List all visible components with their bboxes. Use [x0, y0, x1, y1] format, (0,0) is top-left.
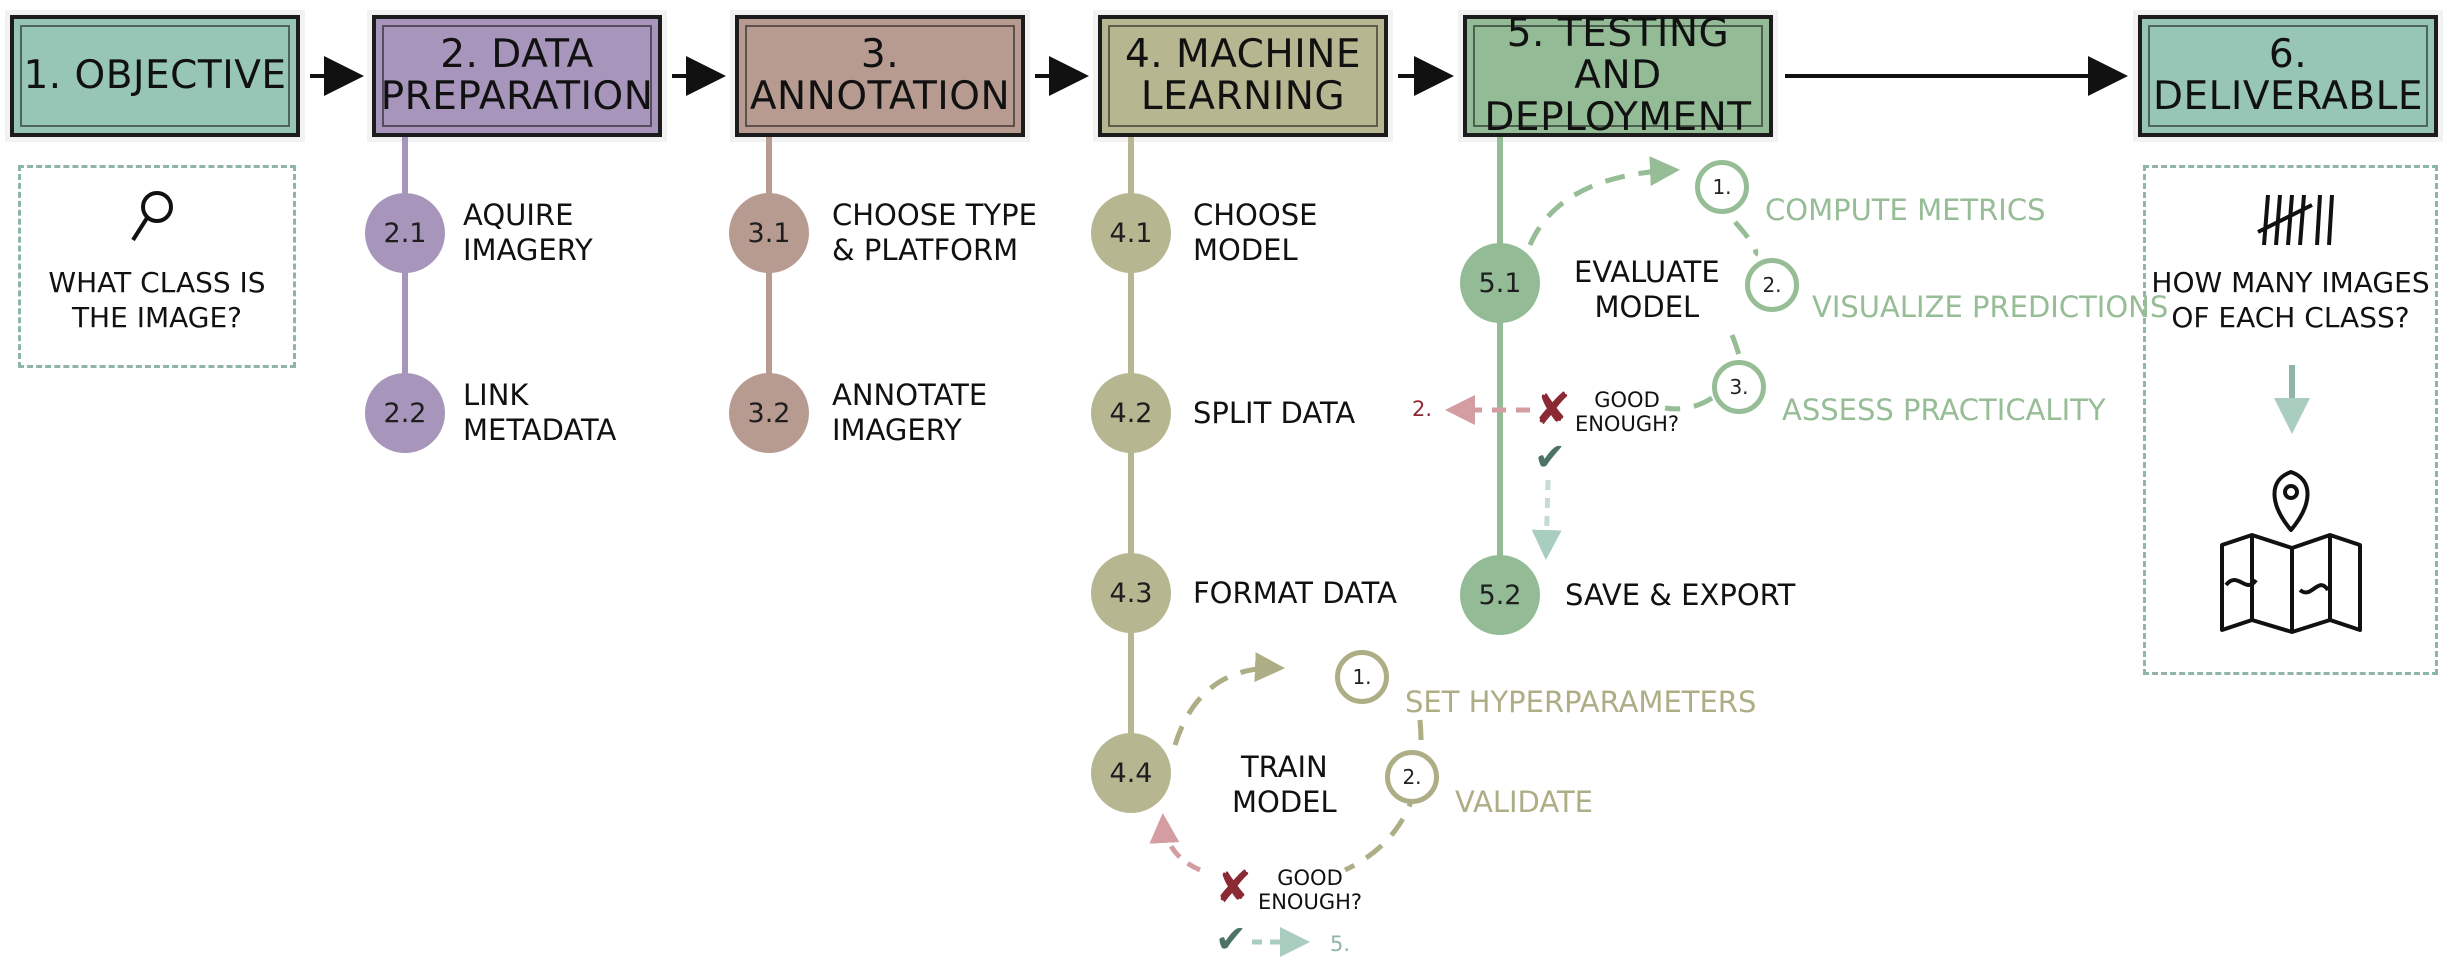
stage-testing-deployment: 5. TESTING AND DEPLOYMENT	[1463, 11, 1773, 140]
eval-substep-1-label: COMPUTE METRICS	[1765, 193, 2046, 227]
step-4-1-circle: 4.1	[1091, 193, 1171, 273]
step-3-2-circle: 3.2	[729, 373, 809, 453]
train-next-label: 5.	[1330, 932, 1351, 956]
stage-data-preparation-label: 2. DATA PREPARATION	[380, 32, 654, 119]
eval-substep-2-label: VISUALIZE PREDICTIONS	[1812, 290, 2169, 324]
stage-testing-deployment-label: 5. TESTING AND DEPLOYMENT	[1484, 11, 1752, 140]
step-5-2-num: 5.2	[1478, 579, 1522, 611]
eval-substep-1: 1.	[1695, 160, 1749, 214]
step-5-1-circle: 5.1	[1460, 243, 1540, 323]
stage-deliverable: 6. DELIVERABLE	[2138, 15, 2438, 137]
step-4-4-num: 4.4	[1109, 757, 1153, 789]
stage-objective: 1. OBJECTIVE	[10, 15, 300, 137]
objective-question: WHAT CLASS IS THE IMAGE?	[48, 266, 266, 334]
eval-back-label: 2.	[1412, 397, 1433, 421]
train-substep-2-num: 2.	[1402, 765, 1422, 789]
train-substep-1-num: 1.	[1352, 665, 1372, 689]
step-2-2-circle: 2.2	[365, 373, 445, 453]
step-3-1-num: 3.1	[747, 217, 791, 249]
step-4-4-label: TRAIN MODEL	[1232, 750, 1337, 819]
step-4-3-num: 4.3	[1109, 577, 1153, 609]
step-3-2-label: ANNOTATE IMAGERY	[832, 378, 988, 447]
step-4-1-num: 4.1	[1109, 217, 1153, 249]
step-4-2-circle: 4.2	[1091, 373, 1171, 453]
step-4-2-label: SPLIT DATA	[1193, 396, 1356, 430]
stage-annotation-label: 3. ANNOTATION	[749, 32, 1011, 119]
step-2-1-label: AQUIRE IMAGERY	[463, 198, 593, 267]
tally-marks-icon	[2257, 194, 2334, 246]
train-substep-1: 1.	[1335, 650, 1389, 704]
step-5-2-label: SAVE & EXPORT	[1565, 578, 1796, 612]
step-2-1-circle: 2.1	[365, 193, 445, 273]
step-4-2-num: 4.2	[1109, 397, 1153, 429]
train-check-label: GOOD ENOUGH?	[1257, 866, 1363, 914]
eval-substep-2: 2.	[1745, 258, 1799, 312]
eval-substep-2-num: 2.	[1762, 273, 1782, 297]
step-2-2-label: LINK METADATA	[463, 378, 617, 447]
stage-annotation: 3. ANNOTATION	[735, 15, 1025, 137]
eval-substep-3-num: 3.	[1729, 375, 1749, 399]
train-accept-check-icon: ✔	[1215, 917, 1247, 961]
step-2-2-num: 2.2	[383, 397, 427, 429]
magnifier-icon	[131, 191, 173, 242]
step-2-1-num: 2.1	[383, 217, 427, 249]
step-3-1-label: CHOOSE TYPE & PLATFORM	[832, 198, 1037, 267]
step-5-1-label: EVALUATE MODEL	[1574, 255, 1720, 324]
train-substep-1-label: SET HYPERPARAMETERS	[1405, 685, 1757, 719]
eval-reject-x-icon: ✘	[1534, 384, 1571, 435]
objective-box	[18, 165, 296, 368]
deliverable-question: HOW MANY IMAGES OF EACH CLASS?	[2151, 266, 2430, 334]
stage-objective-label: 1. OBJECTIVE	[23, 53, 287, 98]
train-substep-2-label: VALIDATE	[1455, 785, 1593, 819]
step-4-4-circle: 4.4	[1091, 733, 1171, 813]
eval-substep-3: 3.	[1712, 360, 1766, 414]
train-substep-2: 2.	[1385, 750, 1439, 804]
eval-accept-check-icon: ✔	[1534, 435, 1566, 479]
step-3-1-circle: 3.1	[729, 193, 809, 273]
stage-data-preparation: 2. DATA PREPARATION	[372, 15, 662, 137]
step-4-3-circle: 4.3	[1091, 553, 1171, 633]
step-5-1-num: 5.1	[1478, 267, 1522, 299]
eval-substep-1-num: 1.	[1712, 175, 1732, 199]
train-reject-x-icon: ✘	[1215, 862, 1252, 913]
eval-substep-3-label: ASSESS PRACTICALITY	[1782, 393, 2106, 427]
deliverable-box	[2143, 165, 2438, 675]
map-pin-icon	[2220, 470, 2362, 634]
step-5-2-circle: 5.2	[1460, 555, 1540, 635]
stage-machine-learning: 4. MACHINE LEARNING	[1098, 15, 1388, 137]
step-3-2-num: 3.2	[747, 397, 791, 429]
step-4-3-label: FORMAT DATA	[1193, 576, 1397, 610]
stage-machine-learning-label: 4. MACHINE LEARNING	[1124, 32, 1362, 119]
stage-deliverable-label: 6. DELIVERABLE	[2152, 32, 2424, 119]
step-4-1-label: CHOOSE MODEL	[1193, 198, 1318, 267]
eval-check-label: GOOD ENOUGH?	[1574, 388, 1680, 436]
